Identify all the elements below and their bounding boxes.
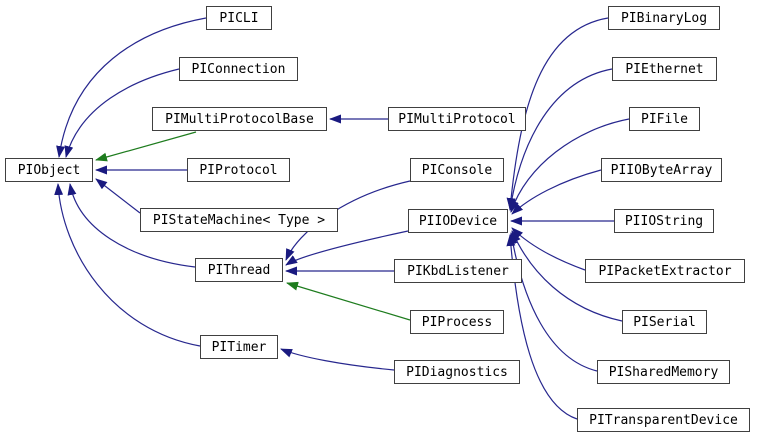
class-node-pisharedmemory[interactable]: PISharedMemory [597, 360, 730, 384]
edge-pitimer-to-piobject [54, 183, 201, 347]
edge-piiobytearray-to-piiodevice [511, 169, 602, 215]
edge-pidiagnostics-to-pitimer [280, 348, 395, 371]
class-node-piethernet[interactable]: PIEthernet [612, 57, 717, 81]
class-node-piprocess[interactable]: PIProcess [410, 310, 504, 334]
edge-piiodevice-to-pithread [285, 230, 409, 266]
class-node-piiodevice[interactable]: PIIODevice [408, 209, 508, 233]
edge-pisharedmemory-to-piiodevice [508, 232, 598, 372]
edge-pipacketextractor-to-piiodevice [511, 227, 586, 271]
class-node-pimultiprotocolbase[interactable]: PIMultiProtocolBase [152, 107, 327, 131]
edge-picli-to-piobject [56, 17, 207, 158]
edge-piprocess-to-pithread [286, 281, 411, 321]
edge-piserial-to-piiodevice [511, 230, 623, 322]
edge-piethernet-to-piiodevice [507, 68, 613, 211]
class-node-picli[interactable]: PICLI [206, 6, 272, 30]
class-node-pikbdlistener[interactable]: PIKbdListener [394, 259, 522, 283]
class-node-piconnection[interactable]: PIConnection [179, 57, 298, 81]
class-node-piiobytearray[interactable]: PIIOByteArray [601, 158, 722, 182]
class-node-pipacketextractor[interactable]: PIPacketExtractor [585, 259, 745, 283]
class-node-piobject[interactable]: PIObject [5, 158, 93, 182]
class-node-pitransparentdevice[interactable]: PITransparentDevice [577, 408, 750, 432]
edge-pimultiprotocolbase-to-piobject [95, 131, 197, 162]
class-node-pithread[interactable]: PIThread [195, 258, 283, 282]
class-node-pitimer[interactable]: PITimer [200, 335, 278, 359]
class-node-pistatemachine[interactable]: PIStateMachine< Type > [140, 208, 338, 232]
class-node-piserial[interactable]: PISerial [622, 310, 707, 334]
class-node-piconsole[interactable]: PIConsole [410, 158, 504, 182]
class-node-pibinarylog[interactable]: PIBinaryLog [608, 6, 720, 30]
edge-pithread-to-piobject [67, 183, 196, 268]
class-node-piprotocol[interactable]: PIProtocol [187, 158, 290, 182]
edge-pistatemachine-to-piobject [95, 178, 141, 214]
class-node-pidiagnostics[interactable]: PIDiagnostics [394, 360, 520, 384]
edge-pibinarylog-to-piiodevice [506, 17, 609, 210]
edge-pifile-to-piiodevice [510, 118, 630, 213]
class-node-pimultiprotocol[interactable]: PIMultiProtocol [388, 107, 526, 131]
edge-piconnection-to-piobject [64, 68, 180, 158]
class-node-piiostring[interactable]: PIIOString [614, 209, 714, 233]
class-node-pifile[interactable]: PIFile [629, 107, 700, 131]
